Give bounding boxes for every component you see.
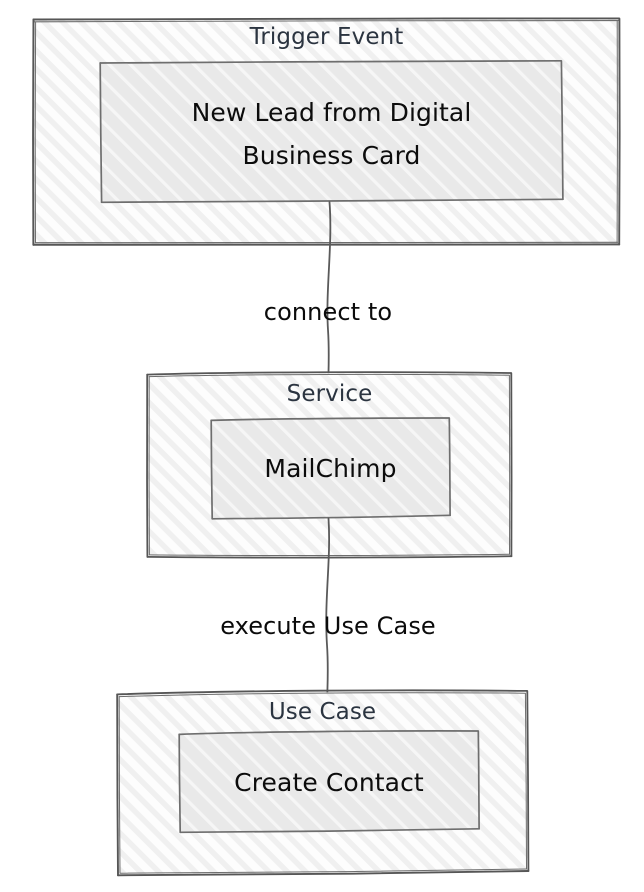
- node-create-contact[interactable]: [178, 730, 480, 834]
- node-new-lead-from-digital-business-card[interactable]: [99, 59, 564, 204]
- group-title-use-case: Use Case: [268, 699, 377, 725]
- node-label-new-lead-line-1: New Lead from Digital: [191, 98, 472, 127]
- group-title-trigger-event: Trigger Event: [249, 24, 404, 50]
- node-label-create-contact: Create Contact: [234, 768, 424, 797]
- node-label-mailchimp: MailChimp: [264, 454, 397, 483]
- edge-label-connect-to: connect to: [263, 298, 393, 326]
- edge-label-execute-use-case: execute Use Case: [220, 612, 436, 640]
- group-title-service: Service: [286, 381, 373, 407]
- node-label-new-lead-line-2: Business Card: [242, 141, 421, 170]
- node-mailchimp[interactable]: [210, 417, 451, 520]
